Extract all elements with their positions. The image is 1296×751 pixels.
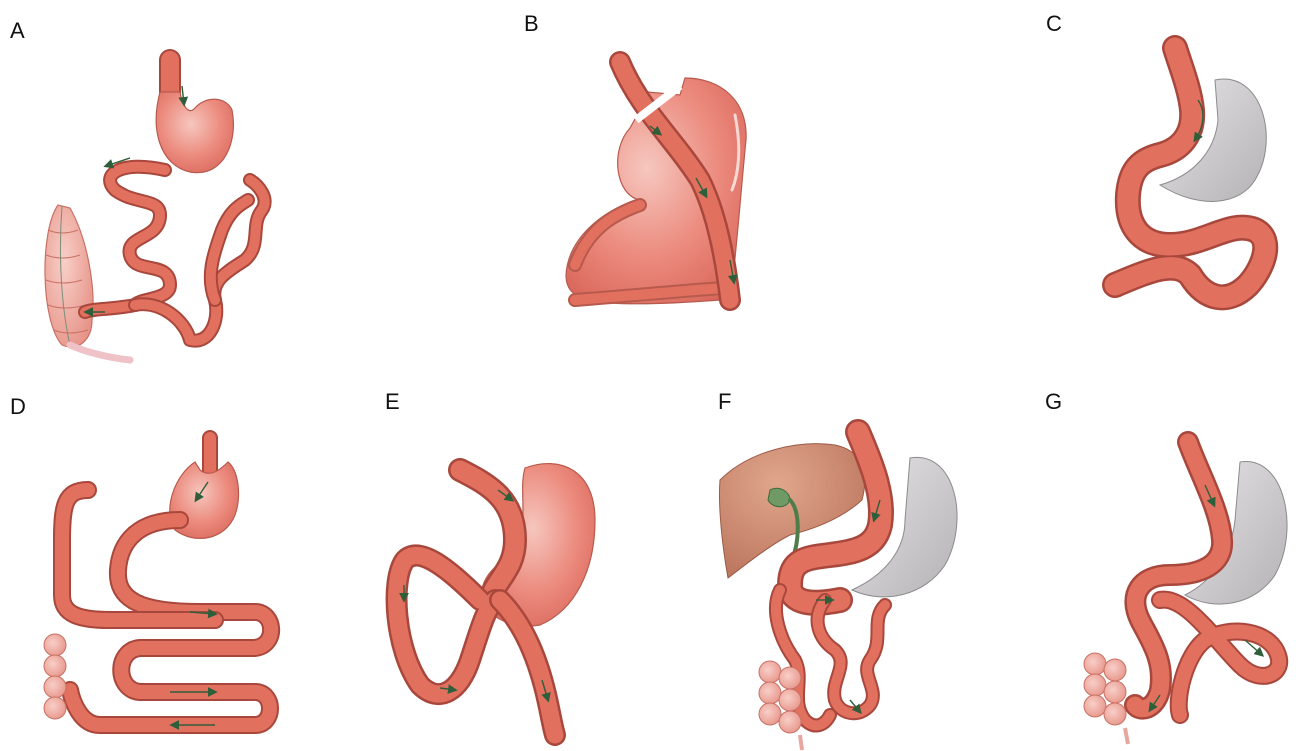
panel-d-illustration	[44, 438, 271, 725]
panel-c-illustration	[1115, 48, 1266, 297]
panel-d-colon	[44, 634, 66, 719]
panel-b-illustration	[566, 62, 746, 304]
panel-f-colon	[759, 661, 802, 750]
panel-f-illustration	[719, 432, 957, 750]
panel-a-illustration	[45, 60, 265, 360]
panel-a-colon	[45, 205, 130, 360]
panel-e-illustration	[397, 464, 595, 735]
panel-g-colon	[1084, 653, 1128, 744]
panel-g-illustration	[1084, 442, 1287, 744]
panel-a-stomach	[156, 92, 233, 173]
